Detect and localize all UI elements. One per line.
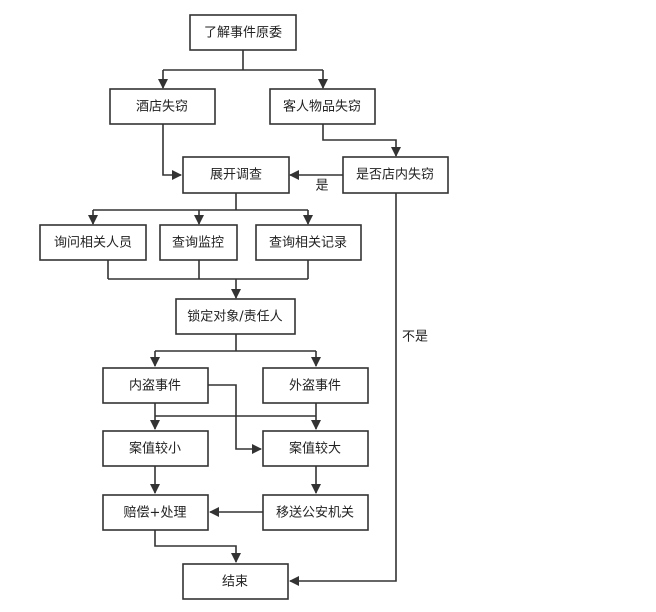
node-lock-target-label: 锁定对象/责任人 [187, 309, 282, 325]
node-ask-people-label: 询问相关人员 [54, 236, 132, 251]
node-check-cctv: 查询监控 [159, 224, 238, 261]
node-compensate: 赔偿+处理 [102, 494, 209, 531]
node-police: 移送公安机关 [262, 494, 369, 531]
edge-compensate-to-end [154, 530, 241, 563]
node-check-records-label: 查询相关记录 [269, 236, 347, 251]
node-guest-theft: 客人物品失窃 [269, 88, 376, 125]
node-end: 结束 [182, 563, 289, 600]
node-external-theft: 外盗事件 [262, 367, 369, 404]
edge-guest-theft-to-inside-check [322, 124, 401, 157]
node-hotel-theft: 酒店失窃 [109, 88, 216, 125]
node-lock-target: 锁定对象/责任人 [175, 298, 296, 335]
node-start: 了解事件原委 [189, 14, 297, 51]
node-large-value-label: 案值较大 [289, 441, 341, 457]
node-compensate-label: 赔偿+处理 [124, 506, 187, 521]
edge-hotel-theft-to-investigate [162, 124, 182, 180]
node-investigate-label: 展开调查 [210, 168, 262, 183]
node-internal-theft-label: 内盗事件 [129, 378, 181, 394]
node-ask-people: 询问相关人员 [39, 224, 147, 261]
edge-label-yes: 是 [315, 179, 328, 194]
node-small-value-label: 案值较小 [129, 441, 181, 457]
node-external-theft-label: 外盗事件 [289, 378, 341, 394]
edge-internal-to-large-value [208, 384, 262, 454]
node-inside-check: 是否店内失窃 [342, 156, 449, 194]
node-large-value: 案值较大 [262, 430, 369, 467]
node-check-records: 查询相关记录 [255, 224, 362, 261]
node-small-value: 案值较小 [102, 430, 209, 467]
node-hotel-theft-label: 酒店失窃 [136, 99, 188, 115]
node-end-label: 结束 [222, 575, 248, 590]
node-inside-check-label: 是否店内失窃 [356, 167, 434, 183]
node-check-cctv-label: 查询监控 [172, 236, 224, 251]
node-guest-theft-label: 客人物品失窃 [283, 99, 361, 115]
edge-label-no: 不是 [402, 330, 428, 345]
edge-inside-check-no [289, 193, 397, 586]
connectors [88, 50, 401, 586]
node-police-label: 移送公安机关 [276, 506, 354, 521]
node-start-label: 了解事件原委 [204, 26, 282, 41]
node-investigate: 展开调查 [182, 156, 290, 194]
node-internal-theft: 内盗事件 [102, 367, 209, 404]
